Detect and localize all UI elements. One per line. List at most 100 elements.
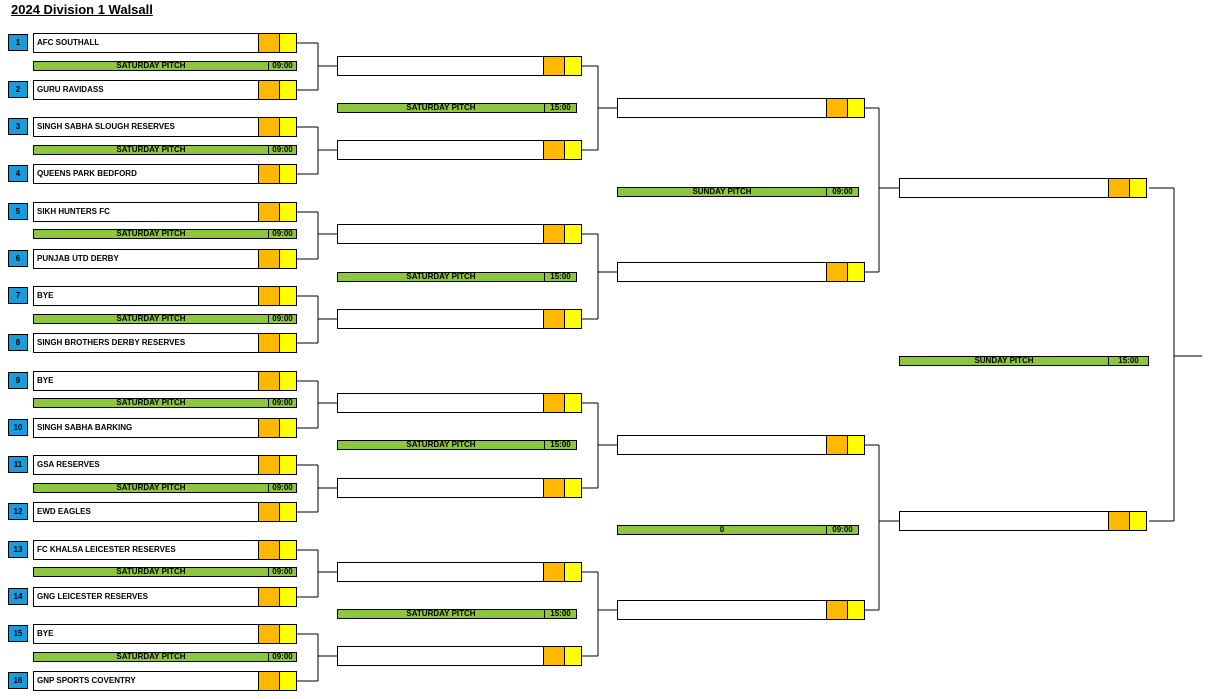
away-score-box[interactable] <box>564 309 582 329</box>
round1-slot[interactable]: SINGH BROTHERS DERBY RESERVES <box>33 333 259 353</box>
round2-slot[interactable] <box>337 646 544 666</box>
home-score-box[interactable] <box>543 646 565 666</box>
away-score-box[interactable] <box>279 333 297 353</box>
away-score-box[interactable] <box>1129 511 1147 531</box>
round2-slot[interactable] <box>337 309 544 329</box>
round3-slot[interactable] <box>617 262 827 282</box>
home-score-box[interactable] <box>258 333 280 353</box>
round1-slot[interactable]: SINGH SABHA BARKING <box>33 418 259 438</box>
round1-slot[interactable]: GNG LEICESTER RESERVES <box>33 587 259 607</box>
away-score-box[interactable] <box>564 56 582 76</box>
round1-slot[interactable]: PUNJAB UTD DERBY <box>33 249 259 269</box>
semi-slot[interactable] <box>899 178 1109 198</box>
away-score-box[interactable] <box>564 562 582 582</box>
away-score-box[interactable] <box>279 371 297 391</box>
away-score-box[interactable] <box>279 33 297 53</box>
home-score-box[interactable] <box>258 164 280 184</box>
away-score-box[interactable] <box>279 117 297 137</box>
home-score-box[interactable] <box>543 562 565 582</box>
team-name: SINGH BROTHERS DERBY RESERVES <box>37 338 186 347</box>
pitch-label: SATURDAY PITCH <box>406 104 476 112</box>
away-score-box[interactable] <box>564 478 582 498</box>
home-score-box[interactable] <box>258 671 280 691</box>
round1-slot[interactable]: GURU RAVIDASS <box>33 80 259 100</box>
home-score-box[interactable] <box>543 309 565 329</box>
away-score-box[interactable] <box>564 393 582 413</box>
away-score-box[interactable] <box>279 540 297 560</box>
round1-slot[interactable]: SIKH HUNTERS FC <box>33 202 259 222</box>
home-score-box[interactable] <box>1108 511 1130 531</box>
pitch-label: 0 <box>719 526 725 534</box>
home-score-box[interactable] <box>258 418 280 438</box>
away-score-box[interactable] <box>279 502 297 522</box>
round3-slot[interactable] <box>617 98 827 118</box>
home-score-box[interactable] <box>258 455 280 475</box>
home-score-box[interactable] <box>258 80 280 100</box>
home-score-box[interactable] <box>258 540 280 560</box>
home-score-box[interactable] <box>258 286 280 306</box>
away-score-box[interactable] <box>847 435 865 455</box>
round1-slot[interactable]: GSA RESERVES <box>33 455 259 475</box>
home-score-box[interactable] <box>826 98 848 118</box>
seed-number: 14 <box>8 588 28 605</box>
home-score-box[interactable] <box>826 262 848 282</box>
home-score-box[interactable] <box>258 502 280 522</box>
home-score-box[interactable] <box>258 624 280 644</box>
round3-slot[interactable] <box>617 435 827 455</box>
round2-slot[interactable] <box>337 562 544 582</box>
away-score-box[interactable] <box>564 224 582 244</box>
home-score-box[interactable] <box>258 33 280 53</box>
away-score-box[interactable] <box>1129 178 1147 198</box>
away-score-box[interactable] <box>564 140 582 160</box>
away-score-box[interactable] <box>847 600 865 620</box>
home-score-box[interactable] <box>258 371 280 391</box>
round3-slot[interactable] <box>617 600 827 620</box>
away-score-box[interactable] <box>279 587 297 607</box>
round1-slot[interactable]: BYE <box>33 371 259 391</box>
round1-slot[interactable]: QUEENS PARK BEDFORD <box>33 164 259 184</box>
away-score-box[interactable] <box>279 671 297 691</box>
home-score-box[interactable] <box>826 600 848 620</box>
team-name: FC KHALSA LEICESTER RESERVES <box>37 545 176 554</box>
round2-slot[interactable] <box>337 478 544 498</box>
seed-number: 4 <box>8 165 28 182</box>
away-score-box[interactable] <box>279 164 297 184</box>
round2-slot[interactable] <box>337 393 544 413</box>
round2-slot[interactable] <box>337 140 544 160</box>
home-score-box[interactable] <box>258 249 280 269</box>
round1-slot[interactable]: AFC SOUTHALL <box>33 33 259 53</box>
home-score-box[interactable] <box>543 393 565 413</box>
away-score-box[interactable] <box>279 80 297 100</box>
away-score-box[interactable] <box>564 646 582 666</box>
home-score-box[interactable] <box>543 56 565 76</box>
away-score-box[interactable] <box>847 262 865 282</box>
away-score-box[interactable] <box>279 286 297 306</box>
round1-slot[interactable]: BYE <box>33 624 259 644</box>
semi-slot[interactable] <box>899 511 1109 531</box>
home-score-box[interactable] <box>826 435 848 455</box>
team-name: GSA RESERVES <box>37 460 100 469</box>
round1-slot[interactable]: FC KHALSA LEICESTER RESERVES <box>33 540 259 560</box>
away-score-box[interactable] <box>279 249 297 269</box>
seed-number: 11 <box>8 456 28 473</box>
away-score-box[interactable] <box>279 455 297 475</box>
round1-slot[interactable]: GNP SPORTS COVENTRY <box>33 671 259 691</box>
round1-slot[interactable]: SINGH SABHA SLOUGH RESERVES <box>33 117 259 137</box>
home-score-box[interactable] <box>258 202 280 222</box>
home-score-box[interactable] <box>543 140 565 160</box>
away-score-box[interactable] <box>279 202 297 222</box>
home-score-box[interactable] <box>258 587 280 607</box>
round2-slot[interactable] <box>337 224 544 244</box>
round1-slot[interactable]: EWD EAGLES <box>33 502 259 522</box>
away-score-box[interactable] <box>279 418 297 438</box>
home-score-box[interactable] <box>543 224 565 244</box>
round1-slot[interactable]: BYE <box>33 286 259 306</box>
away-score-box[interactable] <box>279 624 297 644</box>
home-score-box[interactable] <box>258 117 280 137</box>
away-score-box[interactable] <box>847 98 865 118</box>
round2-slot[interactable] <box>337 56 544 76</box>
home-score-box[interactable] <box>543 478 565 498</box>
home-score-box[interactable] <box>1108 178 1130 198</box>
